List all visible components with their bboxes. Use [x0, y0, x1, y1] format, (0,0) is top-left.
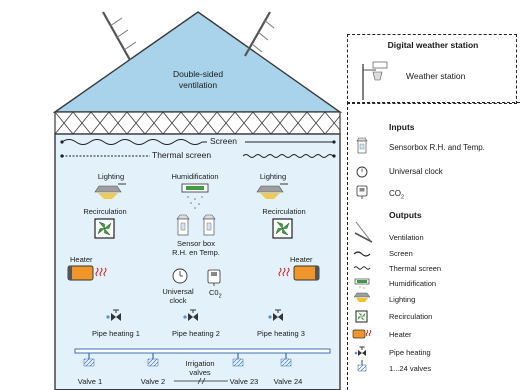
legend-output-valves-label: 1...24 valves — [389, 364, 432, 373]
pipe-heating-3-label: Pipe heating 3 — [257, 329, 305, 338]
recirculation-right-label: Recirculation — [262, 207, 306, 216]
legend-output-screen-label: Screen — [389, 249, 413, 258]
irrigation-valve-23-icon — [232, 353, 244, 367]
roof-label-line1: Double-sided — [172, 69, 224, 79]
lighting-right-icon — [256, 183, 288, 199]
legend-output-thermal-screen-label: Thermal screen — [389, 264, 442, 273]
humidification-label: Humidification — [171, 172, 219, 181]
weather-station-label: Weather station — [406, 71, 466, 81]
universal-clock-icon — [172, 268, 188, 284]
greenhouse-interior — [54, 133, 341, 390]
legend-valve-icon — [357, 360, 367, 372]
legend-output-humidification-label: Humidification — [389, 279, 437, 288]
legend-output-ventilation-label: Ventilation — [389, 233, 424, 242]
legend-output-recirculation-label: Recirculation — [389, 312, 433, 321]
legend-clock-icon — [356, 166, 368, 178]
heater-right-icon — [278, 265, 320, 281]
legend-input-sensorbox-label: Sensorbox R.H. and Temp. — [389, 143, 485, 152]
roof-vent-left — [102, 11, 137, 61]
co2-sensor-icon — [207, 269, 221, 286]
legend-input-clock-label: Universal clock — [389, 167, 443, 176]
legend-output-lighting-label: Lighting — [389, 295, 416, 304]
screen-label: Screen — [210, 136, 237, 146]
heater-left-label: Heater — [70, 255, 93, 264]
legend-output-pipe-heating-label: Pipe heating — [389, 348, 431, 357]
greenhouse-roof — [52, 11, 343, 113]
humidification-icon — [181, 183, 209, 209]
legend-recirculation-icon — [355, 310, 368, 323]
legend-output-heater-label: Heater — [389, 330, 412, 339]
universal-clock-label-line1: Universal — [162, 287, 194, 296]
legend-humidification-icon — [354, 278, 370, 289]
legend-inputs-heading: Inputs — [389, 122, 415, 132]
co2-label: C02 — [209, 288, 222, 300]
weather-station-icon — [362, 61, 388, 100]
irrigation-label-line1: Irrigation — [185, 359, 215, 368]
universal-clock-label-line2: clock — [169, 296, 187, 305]
legend-lighting-icon — [353, 292, 371, 302]
sensor-box-label-line1: Sensor box — [177, 239, 215, 248]
pipe-heating-3-icon — [268, 309, 283, 321]
heater-right-label: Heater — [290, 255, 313, 264]
legend-sensorbox-icon — [356, 137, 368, 154]
pipe-heating-2-icon — [183, 309, 198, 321]
roof-truss — [54, 111, 341, 135]
thermal-screen-label: Thermal screen — [152, 150, 212, 160]
irrigation-pipe — [74, 348, 331, 354]
pipe-heating-2-label: Pipe heating 2 — [172, 329, 220, 338]
lighting-left-label: Lighting — [97, 172, 125, 181]
roof-vent-right — [244, 11, 275, 57]
irrigation-valve-2-icon — [147, 353, 159, 367]
valve-2-label: Valve 2 — [140, 377, 166, 386]
sensor-box-label-line2: R.H. en Temp. — [172, 248, 220, 257]
legend-input-co2-label: CO2 — [389, 189, 405, 201]
pipe-heating-1-icon — [111, 309, 121, 321]
irrigation-label-line2: valves — [189, 368, 211, 377]
valve-24-label: Valve 24 — [273, 377, 303, 386]
legend-box — [347, 102, 520, 390]
screen-line — [61, 139, 203, 145]
legend-ventilation-icon — [354, 221, 373, 243]
roof-label-line2: ventilation — [178, 80, 218, 90]
legend-thermal-screen-icon — [353, 266, 371, 270]
valve-23-label: Valve 23 — [229, 377, 259, 386]
pipe-heating-1-label: Pipe heating 1 — [92, 329, 140, 338]
recirculation-left-label: Recirculation — [83, 207, 127, 216]
valve-1-label: Valve 1 — [77, 377, 103, 386]
sensorbox-left-icon — [176, 214, 190, 236]
legend-co2-icon — [356, 185, 368, 199]
lighting-right-label: Lighting — [259, 172, 287, 181]
legend-heater-icon — [352, 329, 372, 339]
recirculation-fan-right-icon — [272, 218, 293, 239]
heater-left-icon — [67, 265, 107, 281]
recirculation-fan-left-icon — [94, 218, 115, 239]
legend-screen-icon — [353, 251, 371, 257]
weather-station-box — [347, 34, 517, 104]
sensorbox-right-icon — [202, 214, 216, 236]
legend-outputs-heading: Outputs — [389, 210, 422, 220]
lighting-left-icon — [94, 183, 126, 199]
weather-station-title: Digital weather station — [387, 40, 479, 50]
irrigation-valve-1-icon — [83, 353, 95, 367]
legend-pipe-heating-icon — [354, 346, 366, 356]
irrigation-valve-24-icon — [280, 353, 292, 367]
